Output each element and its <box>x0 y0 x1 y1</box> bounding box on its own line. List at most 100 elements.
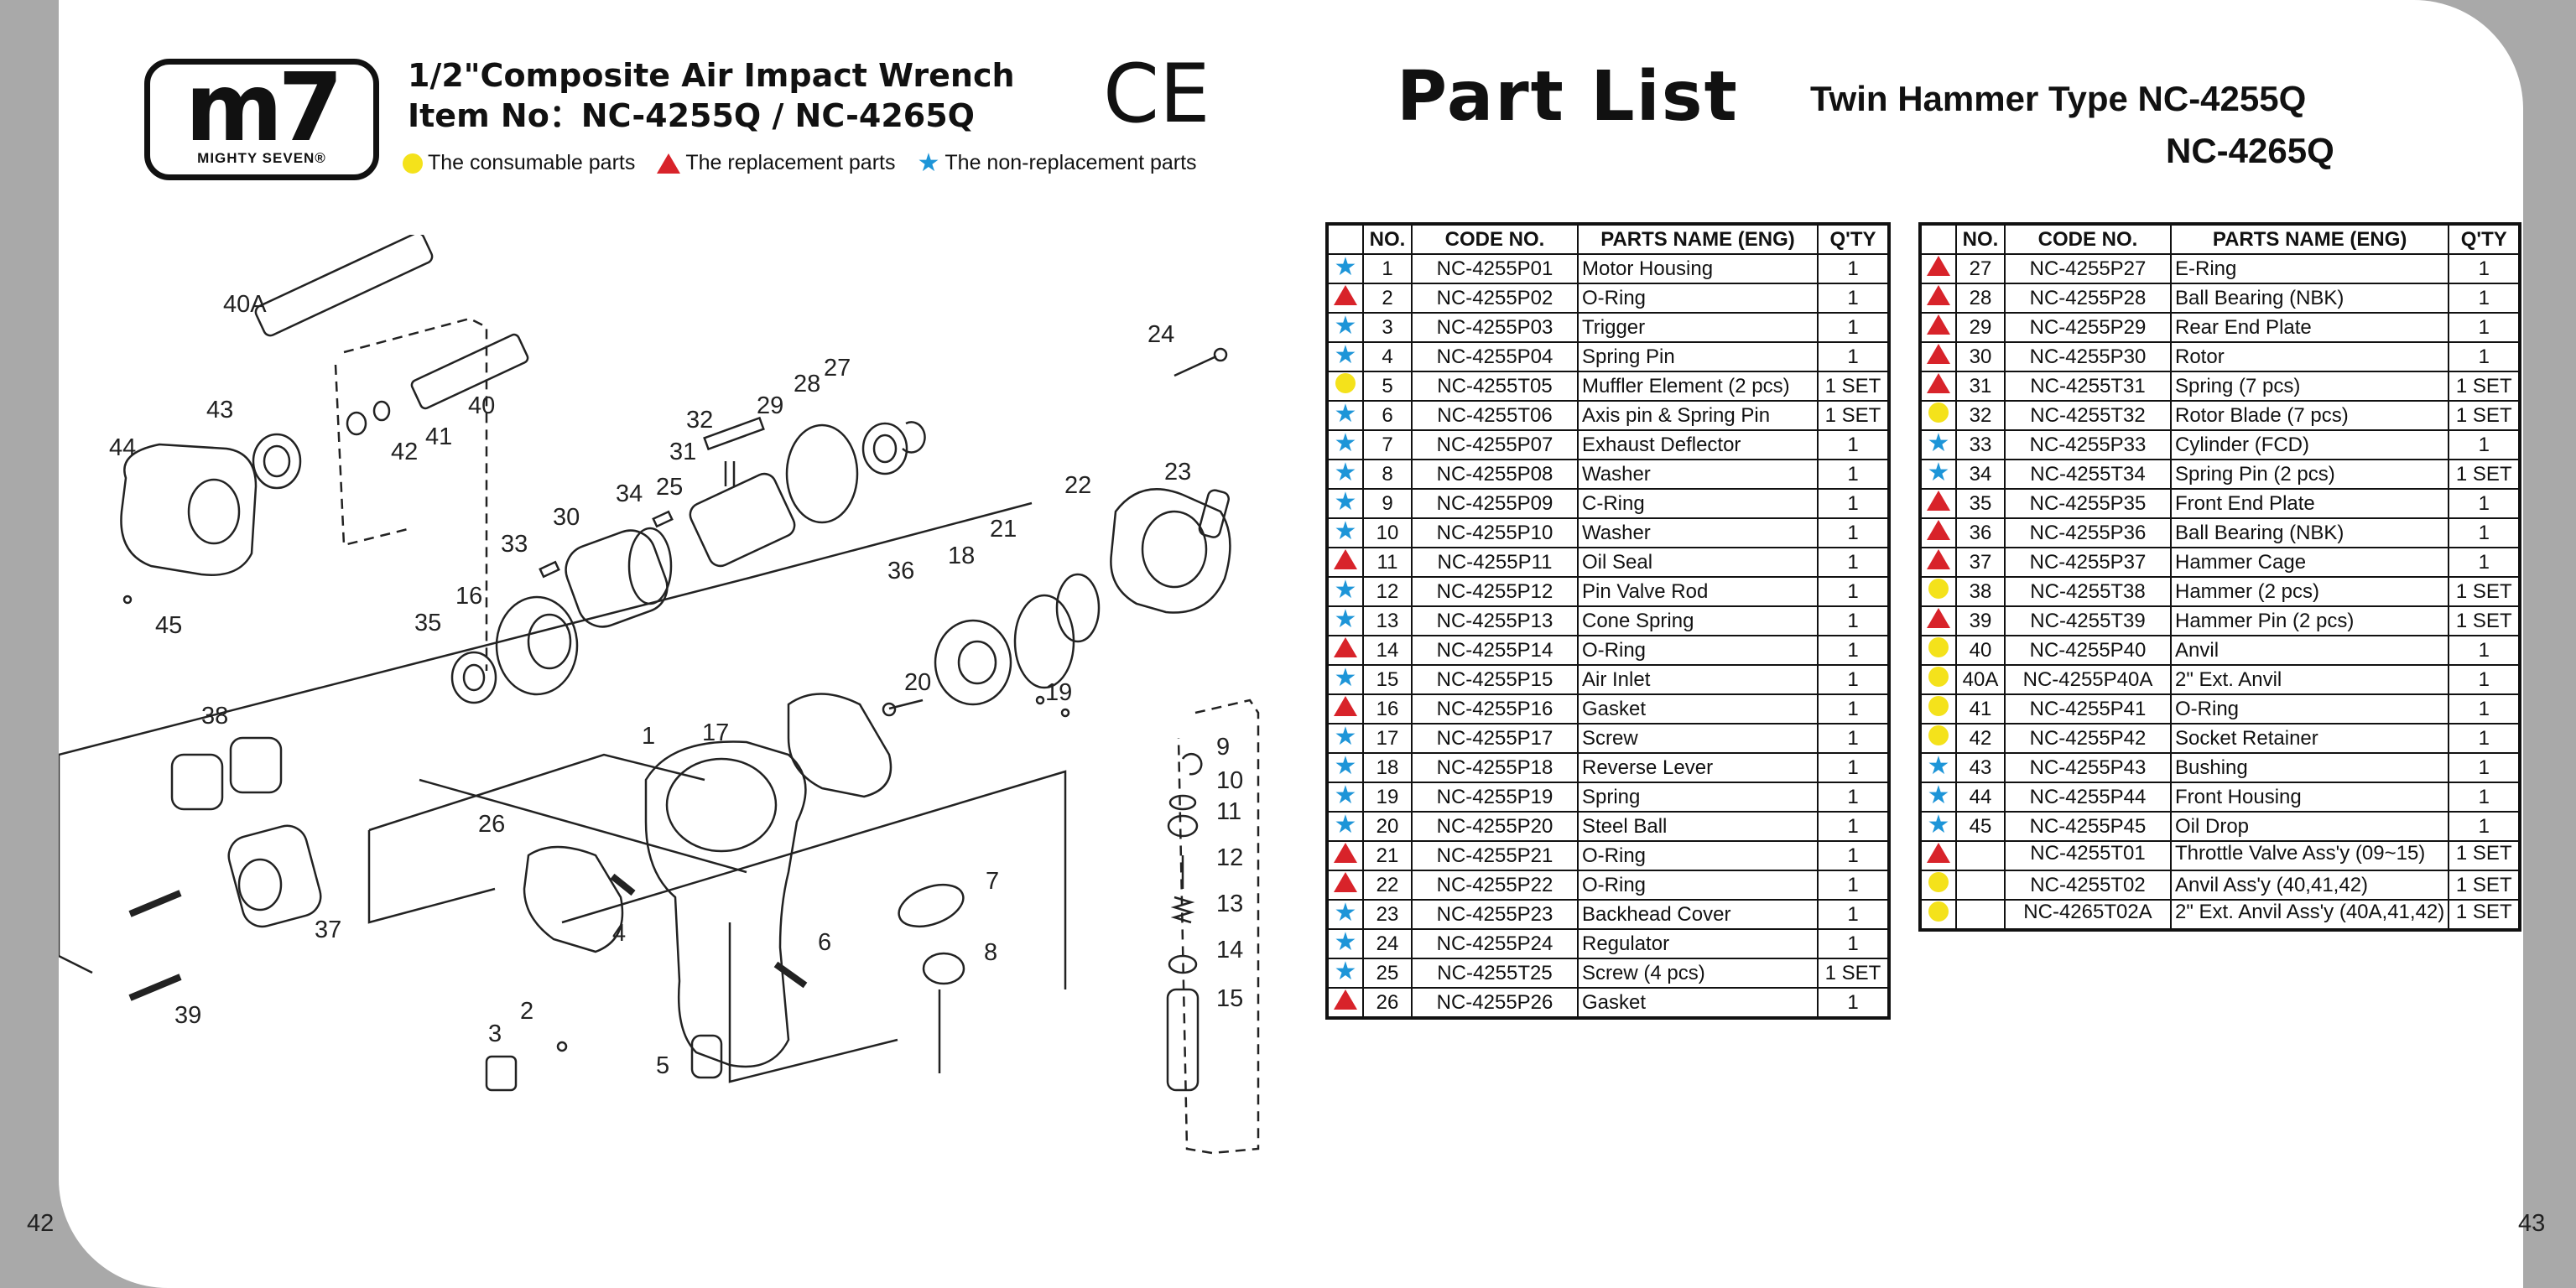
spring-part <box>724 461 736 486</box>
part-name: Exhaust Deflector <box>1577 429 1819 460</box>
part-code: NC-4255P35 <box>2004 488 2172 519</box>
exploded-view-diagram: 40A 43 44 45 42 41 40 32 31 29 28 27 34 … <box>59 235 1260 1155</box>
part-number: 42 <box>1955 723 2006 754</box>
part-qty: 1 <box>2448 547 2521 578</box>
brand-logo: m7 MIGHTY SEVEN® <box>144 59 379 180</box>
ce-mark: CE <box>1103 47 1210 141</box>
header-symbol <box>1919 223 1957 255</box>
part-symbol-cell <box>1919 488 1957 519</box>
part-name: Rear End Plate <box>2169 312 2450 343</box>
part-name: Steel Ball <box>1577 811 1819 842</box>
guide-line <box>419 778 747 874</box>
hammer-part <box>229 736 283 794</box>
part-qty: 1 SET <box>2448 459 2521 490</box>
part-name: 2" Ext. Anvil Ass'y (40A,41,42) <box>2169 899 2450 931</box>
motor-housing-part <box>665 757 778 853</box>
part-qty: 1 <box>2448 752 2521 783</box>
ball-bearing-part <box>462 663 486 692</box>
part-qty: 1 SET <box>2448 870 2521 901</box>
guide-line <box>728 922 898 1083</box>
diagram-label: 32 <box>686 407 713 434</box>
part-number: 9 <box>1362 488 1413 519</box>
non-replacement-star-icon: ★ <box>1927 428 1950 457</box>
part-number: 10 <box>1362 517 1413 548</box>
cylinder-part <box>627 527 673 605</box>
part-symbol-cell <box>1919 899 1957 931</box>
part-code: NC-4255P24 <box>1411 928 1579 959</box>
part-symbol-cell: ★ <box>1919 459 1957 490</box>
diagram-label: 2 <box>520 998 533 1025</box>
part-name: Throttle Valve Ass'y (09~15) <box>2169 840 2450 871</box>
part-number: 29 <box>1955 312 2006 343</box>
logo-text: MIGHTY SEVEN® <box>197 150 326 166</box>
diagram-label: 26 <box>478 811 505 838</box>
part-qty: 1 <box>2448 488 2521 519</box>
part-code: NC-4265T02A <box>2004 899 2172 931</box>
part-list-subtitle-model: NC-4265Q <box>2166 131 2334 170</box>
non-replacement-star-icon: ★ <box>1334 781 1357 809</box>
o-ring-part <box>1168 954 1198 974</box>
non-replacement-star-icon: ★ <box>1334 311 1357 340</box>
part-symbol-cell <box>1919 605 1957 636</box>
part-qty: 1 <box>1817 723 1890 754</box>
consumable-dot-icon <box>1928 725 1949 745</box>
non-replacement-star-icon: ★ <box>1334 927 1357 956</box>
part-code: NC-4255T39 <box>2004 605 2172 636</box>
diagram-label: 43 <box>206 397 233 423</box>
non-replacement-star-icon: ★ <box>1334 810 1357 839</box>
part-name: Cone Spring <box>1577 605 1819 636</box>
part-symbol-cell <box>1919 870 1957 901</box>
diagram-label: 14 <box>1216 937 1243 963</box>
oil-drop-part <box>122 595 133 605</box>
guide-line <box>561 770 1067 989</box>
non-replacement-star-icon: ★ <box>1334 957 1357 985</box>
part-qty: 1 <box>2448 341 2521 372</box>
part-qty: 1 <box>1817 605 1890 636</box>
regulator-part <box>1198 489 1230 538</box>
part-name: Screw <box>1577 723 1819 754</box>
part-number: 20 <box>1362 811 1413 842</box>
part-name: Cylinder (FCD) <box>2169 429 2450 460</box>
replacement-triangle-icon <box>1334 872 1357 892</box>
part-name: Trigger <box>1577 312 1819 343</box>
diagram-label: 12 <box>1216 844 1243 871</box>
part-code: NC-4255P09 <box>1411 488 1579 519</box>
consumable-dot-icon <box>1928 579 1949 599</box>
diagram-label: 22 <box>1064 472 1091 499</box>
motor-housing-part <box>644 740 807 1068</box>
steel-ball-part <box>1035 695 1045 705</box>
part-qty: 1 <box>2448 693 2521 724</box>
consumable-dot-icon <box>1928 696 1949 716</box>
part-name: Socket Retainer <box>2169 723 2450 754</box>
part-symbol-cell <box>1326 870 1364 901</box>
hammer-pin-part <box>128 974 182 1001</box>
o-ring-part <box>556 1041 568 1052</box>
diagram-label: 38 <box>201 703 228 730</box>
diagram-label: 40A <box>223 291 267 318</box>
header-code: CODE NO. <box>1411 223 1579 255</box>
part-name: Washer <box>1577 517 1819 548</box>
part-symbol-cell: ★ <box>1919 811 1957 842</box>
diagram-label: 11 <box>1216 798 1241 825</box>
bushing-part <box>252 433 302 490</box>
part-number: 27 <box>1955 253 2006 284</box>
part-name: Regulator <box>1577 928 1819 959</box>
part-qty: 1 SET <box>2448 605 2521 636</box>
part-code: NC-4255P30 <box>2004 341 2172 372</box>
part-code: NC-4255P01 <box>1411 253 1579 284</box>
non-replacement-star-icon: ★ <box>1334 428 1357 457</box>
o-ring-part <box>1013 594 1075 689</box>
